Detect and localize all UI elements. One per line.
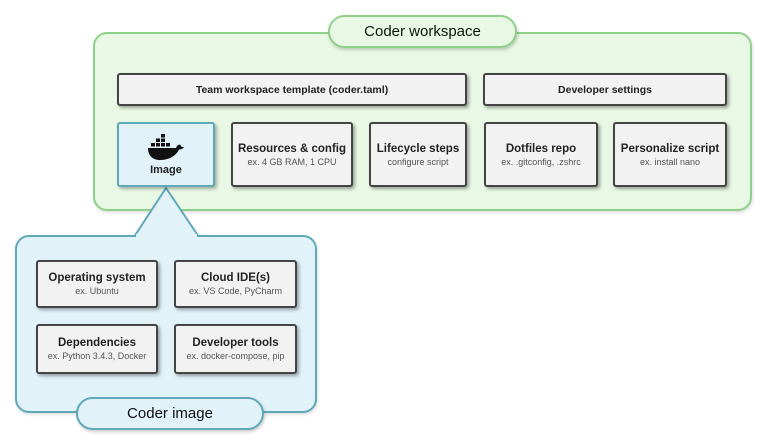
tile-title: Lifecycle steps (376, 142, 460, 155)
tile-title: Cloud IDE(s) (201, 272, 270, 284)
tile-subtitle: ex. Python 3.4.3, Docker (47, 351, 147, 361)
image-tile: Image (117, 122, 215, 187)
image-tile-label: Image (150, 163, 182, 176)
docker-whale-icon (148, 133, 184, 160)
tile-title: Resources & config (238, 142, 346, 155)
tile-title: Dependencies (58, 337, 136, 349)
template-bar-label: Team workspace template (coder.taml) (195, 83, 389, 96)
lifecycle-steps-tile: Lifecycle steps configure script (369, 122, 467, 187)
tile-title: Developer tools (192, 337, 279, 349)
dotfiles-repo-tile: Dotfiles repo ex. .gitconfig, .zshrc (484, 122, 598, 187)
tile-title: Operating system (48, 272, 146, 284)
personalize-script-tile: Personalize script ex. install nano (613, 122, 727, 187)
tile-subtitle: ex. Ubuntu (75, 286, 119, 296)
tile-subtitle: configure script (387, 156, 449, 167)
operating-system-tile: Operating system ex. Ubuntu (36, 260, 158, 308)
tile-subtitle: ex. docker-compose, pip (186, 351, 285, 361)
tile-title: Dotfiles repo (505, 142, 577, 155)
tile-subtitle: ex. .gitconfig, .zshrc (501, 156, 581, 167)
developer-settings-label: Developer settings (558, 83, 652, 96)
workspace-title: Coder workspace (328, 15, 517, 48)
coder-image-title: Coder image (76, 397, 264, 430)
tile-subtitle: ex. install nano (639, 156, 701, 167)
cloud-ide-tile: Cloud IDE(s) ex. VS Code, PyCharm (174, 260, 297, 308)
tile-title: Personalize script (620, 142, 720, 155)
connector-join (136, 234, 197, 238)
template-bar: Team workspace template (coder.taml) (117, 73, 467, 106)
connector-triangle (132, 186, 201, 238)
developer-settings-bar: Developer settings (483, 73, 727, 106)
resources-config-tile: Resources & config ex. 4 GB RAM, 1 CPU (231, 122, 353, 187)
dependencies-tile: Dependencies ex. Python 3.4.3, Docker (36, 324, 158, 374)
tile-subtitle: ex. 4 GB RAM, 1 CPU (247, 156, 337, 167)
developer-tools-tile: Developer tools ex. docker-compose, pip (174, 324, 297, 374)
tile-subtitle: ex. VS Code, PyCharm (188, 286, 283, 296)
